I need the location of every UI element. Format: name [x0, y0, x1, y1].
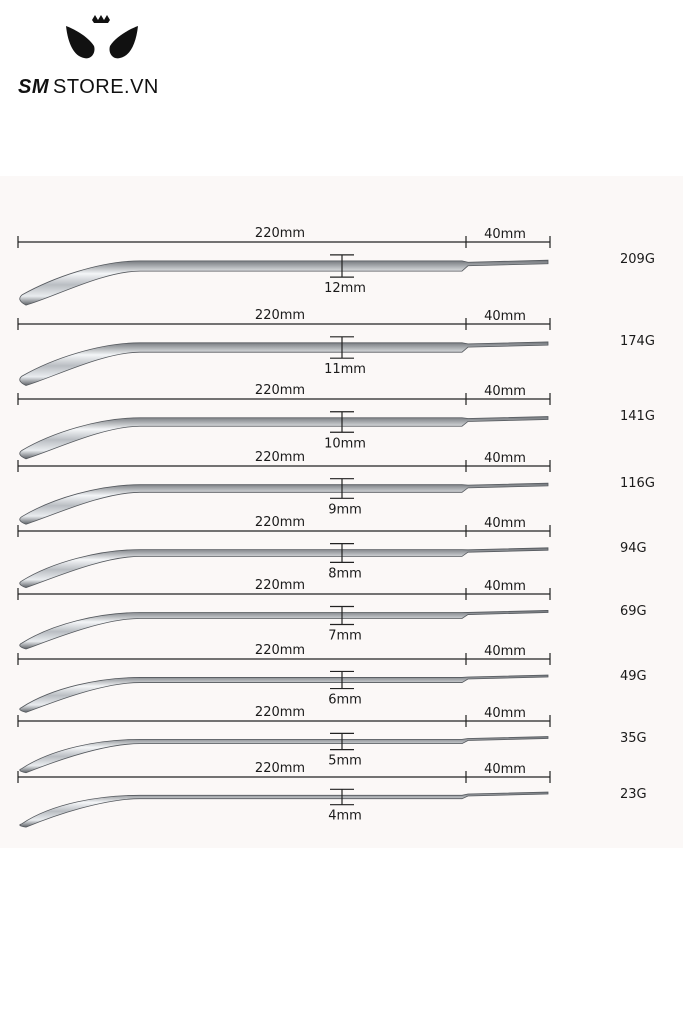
sound-rod — [19, 674, 549, 713]
length-label: 220mm — [255, 383, 305, 398]
length-label: 220mm — [255, 643, 305, 658]
tip-length-label: 40mm — [484, 762, 526, 777]
diameter-label: 10mm — [324, 436, 366, 451]
weight-label: 49G — [620, 669, 647, 684]
sounds-diagram: 220mm 40mm 12mm 209G 220mm 40mm 11mm 174G 220mm 4… — [17, 226, 655, 828]
weight-label: 23G — [620, 787, 647, 802]
crown-cat-ears-icon — [66, 15, 138, 59]
length-label: 220mm — [255, 226, 305, 241]
weight-label: 35G — [620, 731, 647, 746]
sound-rod — [19, 482, 549, 525]
tip-length-label: 40mm — [484, 644, 526, 659]
sound-rod — [19, 610, 549, 650]
tip-length-label: 40mm — [484, 451, 526, 466]
tip-length-label: 40mm — [484, 706, 526, 721]
weight-label: 174G — [620, 334, 655, 349]
tip-length-label: 40mm — [484, 227, 526, 242]
diameter-label: 8mm — [328, 566, 362, 581]
diameter-label: 9mm — [328, 502, 362, 517]
sound-rod — [19, 736, 549, 774]
diameter-label: 5mm — [328, 754, 362, 769]
diameter-label: 7mm — [328, 628, 362, 643]
brand-prefix: SM — [18, 76, 49, 98]
length-label: 220mm — [255, 450, 305, 465]
product-size-chart: 220mm 40mm 12mm 209G 220mm 40mm 11mm 174G 220mm 4… — [0, 176, 683, 848]
brand-suffix: STORE.VN — [53, 76, 159, 98]
sound-rod — [19, 547, 549, 589]
sound-rod — [19, 259, 549, 306]
length-label: 220mm — [255, 515, 305, 530]
tip-length-label: 40mm — [484, 384, 526, 399]
sound-rod — [19, 416, 549, 460]
tip-length-label: 40mm — [484, 579, 526, 594]
diameter-label: 6mm — [328, 693, 362, 708]
weight-label: 116G — [620, 476, 655, 491]
weight-label: 94G — [620, 541, 647, 556]
length-label: 220mm — [255, 705, 305, 720]
diameter-label: 4mm — [328, 809, 362, 824]
length-label: 220mm — [255, 761, 305, 776]
diameter-label: 11mm — [324, 362, 366, 377]
tip-length-label: 40mm — [484, 309, 526, 324]
weight-label: 141G — [620, 409, 655, 424]
weight-label: 209G — [620, 252, 655, 267]
diameter-label: 12mm — [324, 281, 366, 296]
sound-rod — [19, 791, 549, 828]
sound-rod — [19, 341, 549, 386]
tip-length-label: 40mm — [484, 516, 526, 531]
length-label: 220mm — [255, 578, 305, 593]
weight-label: 69G — [620, 604, 647, 619]
length-label: 220mm — [255, 308, 305, 323]
